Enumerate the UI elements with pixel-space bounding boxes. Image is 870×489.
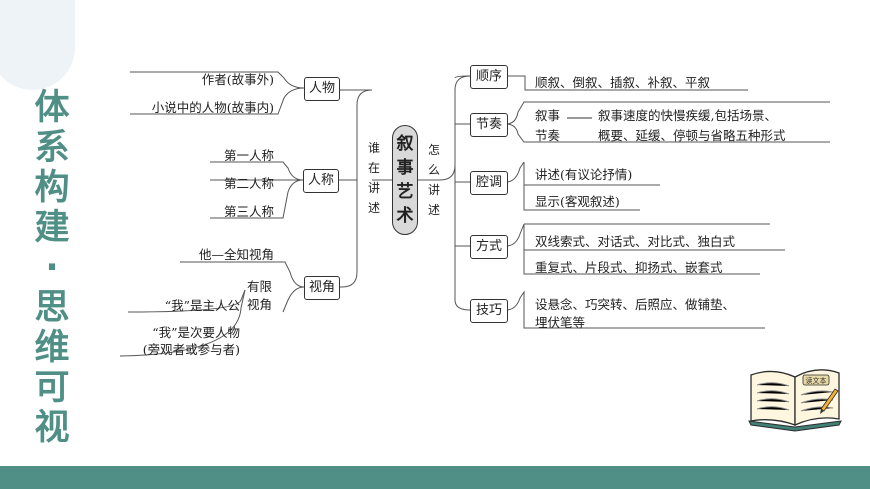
leaf-omniscient: 他—全知视角 (198, 247, 274, 262)
leaf-first-person: 第一人称 (223, 148, 274, 163)
right-branch-label: 怎 么 讲 述 (427, 140, 441, 220)
leaf-showing: 显示(客观叙述) (535, 194, 620, 209)
corner-decoration (0, 0, 75, 90)
node-jiqiao: 技巧 (470, 299, 508, 323)
side-title-char: 可 (34, 368, 70, 408)
node-jiezou: 节奏 (470, 113, 508, 137)
leaf-i-protagonist: “我”是主人公 (164, 298, 240, 313)
leaf-sequence: 顺叙、倒叙、插叙、补叙、平叙 (535, 75, 711, 90)
node-rencheng: 人称 (303, 169, 339, 193)
leaf-observer: (旁观者或参与者) (142, 342, 240, 357)
leaf-character-in-story: 小说中的人物(故事内) (151, 100, 274, 115)
side-title-char: · (45, 248, 59, 288)
side-title: 体 系 构 建 · 思 维 可 视 (30, 88, 74, 448)
leaf-mode-1: 双线索式、对话式、对比式、独白式 (535, 234, 736, 249)
center-char: 术 (396, 206, 414, 226)
center-char: 艺 (396, 182, 414, 202)
leaf-rhythm: 节奏 (535, 128, 561, 143)
bottom-bar (0, 466, 870, 489)
right-label-char: 么 (427, 163, 440, 177)
side-title-char: 构 (34, 168, 70, 208)
left-label-char: 在 (367, 161, 380, 175)
right-label-char: 怎 (427, 143, 440, 157)
side-title-char: 视 (34, 408, 70, 448)
open-book-icon: 读文本 (748, 369, 842, 432)
leaf-i-minor: “我”是次要人物 (152, 325, 240, 340)
side-title-char: 建 (34, 208, 70, 248)
leaf-rhythm-desc-1: 叙事速度的快慢疾缓,包括场景、 (598, 108, 777, 123)
leaf-telling: 讲述(有议论抒情) (535, 167, 633, 182)
leaf-mode-2: 重复式、片段式、抑扬式、嵌套式 (535, 260, 723, 275)
right-label-char: 述 (427, 203, 440, 217)
side-title-char: 体 (34, 88, 70, 128)
node-shunxu: 顺序 (470, 65, 508, 89)
leaf-third-person: 第三人称 (223, 204, 274, 219)
side-title-char: 思 (34, 288, 70, 328)
node-shijiao: 视角 (304, 276, 340, 300)
left-label-char: 述 (367, 201, 380, 215)
right-label-char: 讲 (427, 183, 440, 197)
left-branch-label: 谁 在 讲 述 (367, 138, 381, 218)
leaf-author: 作者(故事外) (201, 72, 274, 87)
node-fangshi: 方式 (470, 235, 508, 259)
node-renwu: 人物 (304, 77, 340, 101)
leaf-technique-1: 设悬念、巧突转、后照应、做铺垫、 (535, 297, 736, 312)
center-node: 叙 事 艺 术 (392, 125, 418, 235)
leaf-second-person: 第二人称 (223, 176, 274, 191)
left-label-char: 谁 (367, 141, 380, 155)
center-char: 叙 (396, 134, 414, 154)
book-page-text: 读文本 (806, 376, 827, 385)
leaf-limited-line2: 视角 (247, 297, 273, 312)
side-title-char: 维 (34, 328, 70, 368)
left-label-char: 讲 (367, 181, 380, 195)
center-char: 事 (396, 158, 414, 178)
node-qiangdiao: 腔调 (470, 171, 508, 195)
leaf-narrative: 叙事 (535, 108, 561, 123)
leaf-limited-line1: 有限 (247, 279, 273, 294)
leaf-technique-2: 埋伏笔等 (535, 315, 586, 330)
leaf-rhythm-desc-2: 概要、延缓、停顿与省略五种形式 (598, 128, 786, 143)
side-title-char: 系 (34, 128, 70, 168)
